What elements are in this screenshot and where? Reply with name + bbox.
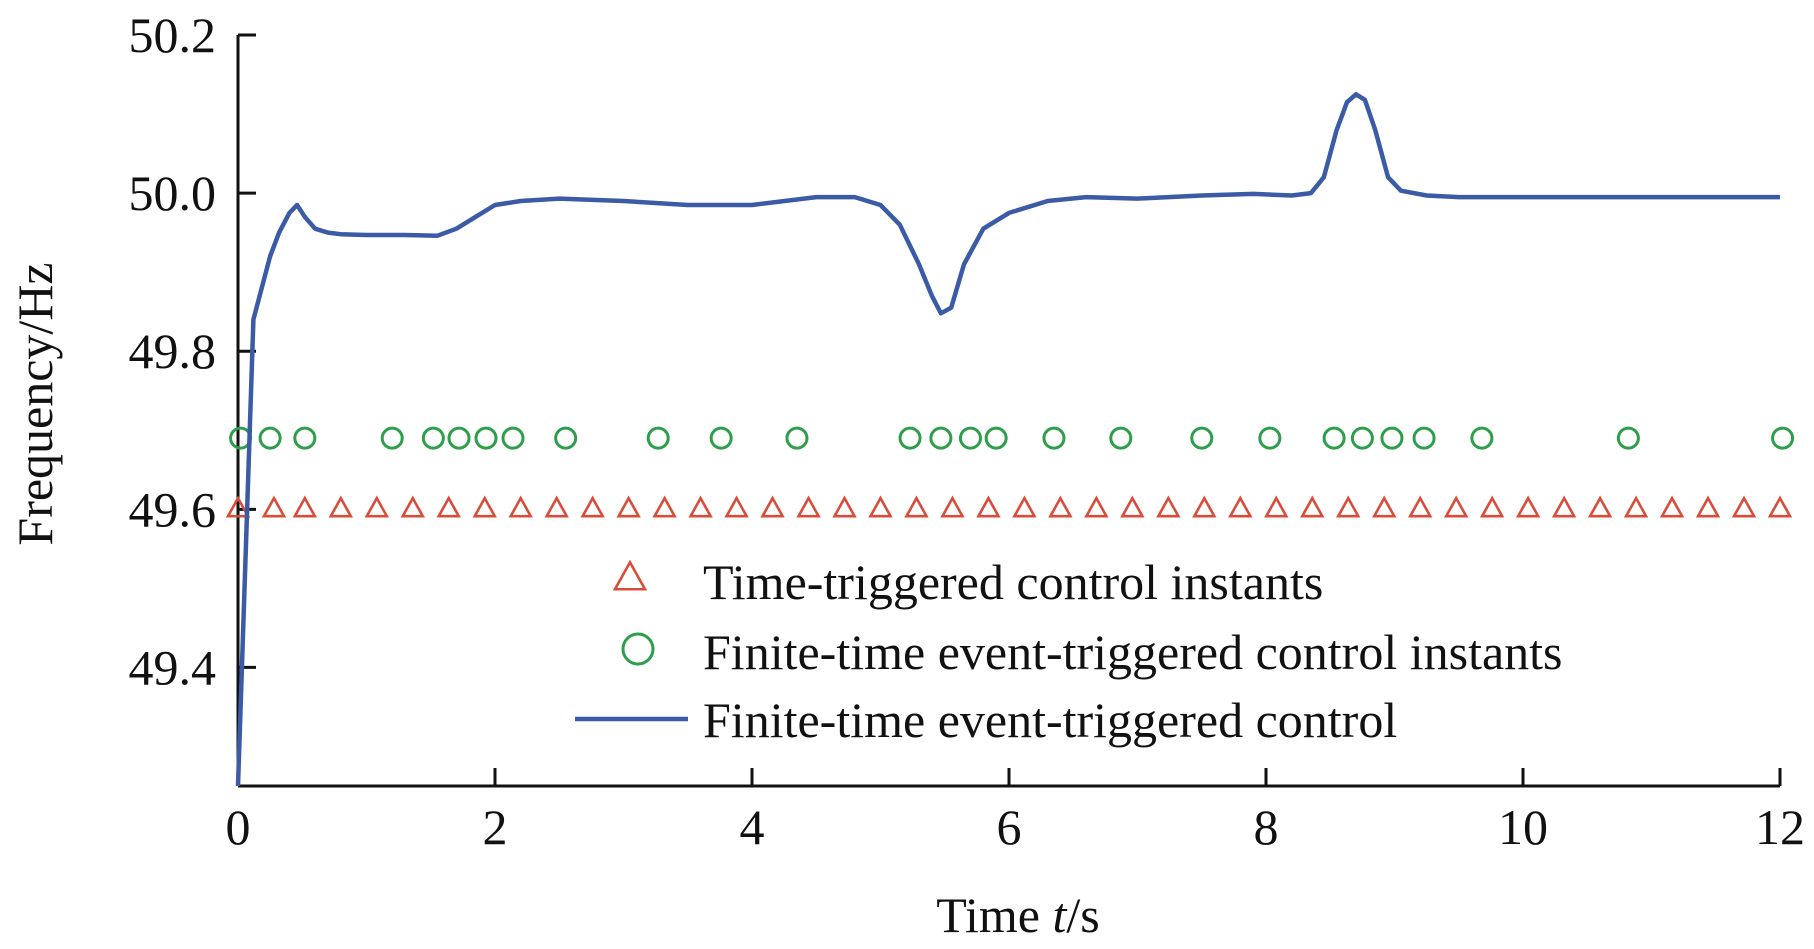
triangle-marker: [225, 495, 251, 518]
triangle-marker: [976, 495, 1001, 518]
triangle-marker: [400, 495, 425, 518]
triangle-marker: [652, 495, 677, 518]
triangle-marker: [1623, 495, 1649, 518]
triangle-marker: [1084, 495, 1109, 518]
triangle-marker: [261, 495, 287, 518]
series-layer: [225, 92, 1795, 787]
circle-marker: [421, 426, 445, 450]
circle-marker: [958, 426, 982, 450]
y-tick-label: 50.2: [129, 7, 217, 63]
circle-marker: [1616, 426, 1640, 450]
circle-marker: [984, 426, 1008, 450]
circle-marker: [709, 426, 733, 450]
triangle-marker: [1120, 495, 1145, 518]
triangle-marker: [364, 495, 389, 518]
triangle-marker: [1407, 495, 1433, 518]
circle-marker: [1322, 426, 1346, 450]
triangle-marker: [688, 495, 713, 518]
circle-marker: [380, 426, 404, 450]
triangle-marker: [1551, 495, 1577, 518]
x-tick-label: 10: [1498, 799, 1548, 855]
triangle-marker: [904, 495, 929, 518]
triangle-marker: [1443, 495, 1469, 518]
circle-marker: [929, 426, 953, 450]
triangle-marker: [1012, 495, 1037, 518]
x-tick-label: 6: [997, 799, 1022, 855]
x-axis-label-prefix: Time: [936, 887, 1052, 943]
x-tick-label: 4: [740, 799, 765, 855]
circle-marker: [785, 426, 809, 450]
triangle-marker: [760, 495, 785, 518]
y-tick-label: 49.6: [129, 481, 217, 537]
triangle-marker: [1192, 495, 1217, 518]
triangle-marker: [292, 495, 318, 518]
triangle-marker: [328, 495, 354, 518]
circle-marker: [293, 426, 317, 450]
circle-marker: [554, 426, 578, 450]
x-tick-label: 2: [483, 799, 508, 855]
circle-marker: [646, 426, 670, 450]
triangle-marker: [724, 495, 749, 518]
circle-marker: [1771, 426, 1795, 450]
circle-marker: [1412, 426, 1436, 450]
triangle-marker: [1336, 495, 1361, 518]
circle-marker: [1109, 426, 1133, 450]
triangle-marker: [832, 495, 857, 518]
triangle-marker: [1731, 495, 1757, 518]
x-tick-label: 8: [1254, 799, 1279, 855]
frequency-line: [235, 92, 1780, 787]
triangle-marker: [436, 495, 461, 518]
legend-label: Finite-time event-triggered control inst…: [703, 624, 1563, 680]
circle-marker: [1042, 426, 1066, 450]
triangle-marker: [1695, 495, 1721, 518]
y-tick-label: 49.8: [129, 323, 217, 379]
circle-marker: [501, 426, 525, 450]
y-tick-label: 49.4: [129, 639, 217, 695]
legend-triangle-swatch: [612, 559, 648, 591]
circle-marker: [1258, 426, 1282, 450]
y-axis-label: Frequency/Hz: [7, 262, 63, 545]
x-tick-label: 0: [226, 799, 251, 855]
circle-marker: [1190, 426, 1214, 450]
triangle-marker: [1264, 495, 1289, 518]
y-tick-label: 50.0: [129, 165, 217, 221]
triangle-marker: [616, 495, 641, 518]
triangle-marker: [868, 495, 893, 518]
legend-circle-swatch: [621, 632, 655, 666]
triangle-marker: [940, 495, 965, 518]
triangle-marker: [796, 495, 821, 518]
x-axis-label: Time t/s: [936, 887, 1100, 943]
circle-marker: [474, 426, 498, 450]
circle-marker: [447, 426, 471, 450]
axes: 0 2 4 6 8 10 12 49.4 49.6 49.8 50.0 50.2: [129, 7, 1806, 855]
triangle-marker: [1228, 495, 1253, 518]
triangle-marker: [1479, 495, 1505, 518]
triangle-marker: [1767, 495, 1793, 518]
triangle-marker: [508, 495, 533, 518]
triangle-marker: [544, 495, 569, 518]
circle-marker: [1350, 426, 1374, 450]
triangle-marker: [1300, 495, 1325, 518]
x-axis-label-suffix: /s: [1066, 887, 1099, 943]
circle-marker: [1380, 426, 1404, 450]
triangle-marker: [1587, 495, 1613, 518]
x-tick-label: 12: [1755, 799, 1805, 855]
triangle-marker: [1156, 495, 1181, 518]
x-axis-label-variable: t: [1053, 887, 1068, 943]
triangle-marker: [1372, 495, 1397, 518]
circle-marker: [1470, 426, 1494, 450]
circle-marker: [258, 426, 282, 450]
legend-label: Time-triggered control instants: [703, 554, 1323, 610]
triangle-marker: [1659, 495, 1685, 518]
triangle-marker: [1048, 495, 1073, 518]
triangle-marker: [472, 495, 497, 518]
legend-label: Finite-time event-triggered control: [703, 692, 1397, 748]
circle-marker: [898, 426, 922, 450]
legend: Time-triggered control instantsFinite-ti…: [575, 554, 1563, 748]
triangle-marker: [580, 495, 605, 518]
triangle-marker: [1515, 495, 1541, 518]
